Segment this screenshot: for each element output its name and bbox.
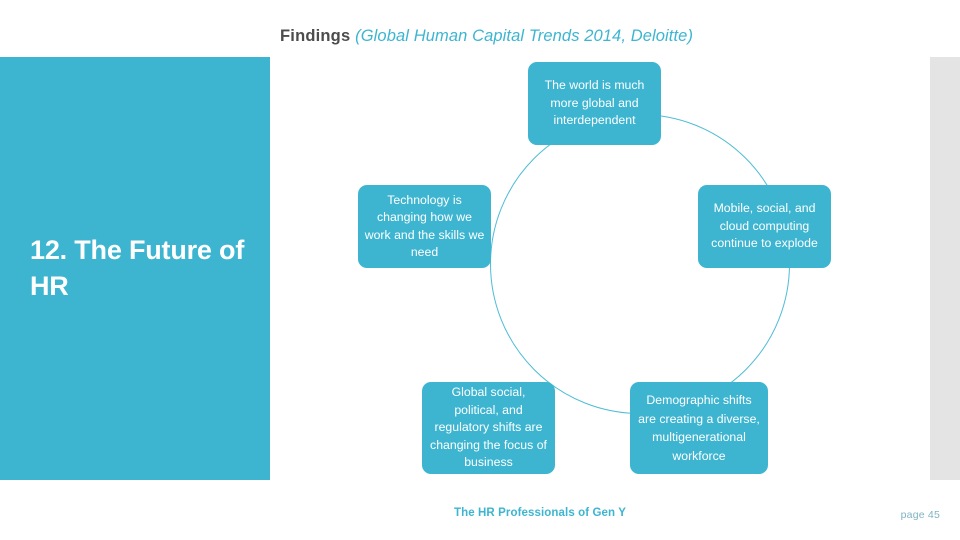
cycle-node-right-upper[interactable]: Mobile, social, and cloud computing cont… (698, 185, 831, 268)
page-title-source: (Global Human Capital Trends 2014, Deloi… (355, 27, 694, 45)
cycle-node-left-lower[interactable]: Global social, political, and regulatory… (422, 382, 555, 474)
cycle-node-left-upper[interactable]: Technology is changing how we work and t… (358, 185, 491, 268)
footer-deck-title: The HR Professionals of Gen Y (453, 507, 627, 519)
section-panel: 12. The Future of HR (0, 57, 270, 480)
cycle-node-right-upper-label: Mobile, social, and cloud computing cont… (711, 201, 818, 251)
cycle-node-left-upper-label: Technology is changing how we work and t… (364, 192, 485, 260)
cycle-node-left-lower-label: Global social, political, and regulatory… (430, 385, 547, 470)
cycle-node-top[interactable]: The world is much more global and interd… (528, 62, 661, 145)
page-title-main: Findings (280, 27, 356, 45)
cycle-node-right-lower-label: Demographic shifts are creating a divers… (638, 393, 760, 463)
right-accent-bar (930, 57, 960, 480)
page-title: Findings (Global Human Capital Trends 20… (280, 25, 900, 47)
cycle-node-right-lower[interactable]: Demographic shifts are creating a divers… (630, 382, 768, 474)
section-title: 12. The Future of HR (30, 235, 245, 301)
cycle-node-top-label: The world is much more global and interd… (544, 78, 645, 128)
footer-page-number: page 45 (900, 509, 940, 521)
